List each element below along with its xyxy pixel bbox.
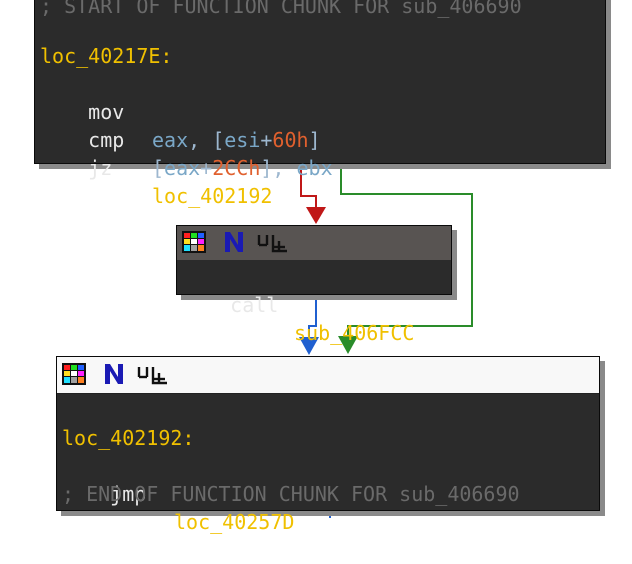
graph-edges [299,162,473,518]
operand-punctuation: ] [308,128,321,152]
operands: eax, [esi+60h] [152,126,321,154]
color-palette-icon[interactable] [62,363,86,385]
block-label[interactable]: loc_402192: [62,426,195,450]
operand-number: 2CCh [212,156,261,180]
edge-true-branch [340,162,473,336]
operand-punctuation: [ [152,156,165,180]
code-block-call[interactable]: call sub_406FCC [176,225,452,345]
block-header [177,226,451,260]
color-palette-icon[interactable] [182,231,206,253]
mnemonic: cmp [88,128,125,152]
operand-register[interactable]: esi [224,128,261,152]
operand-number: 60h [272,128,309,152]
jump-target-link[interactable]: loc_40257D [174,510,295,534]
name-n-icon[interactable] [223,231,245,253]
instruction-row: mov eax, [esi+60h] [40,70,320,152]
edge-true-arrowhead [338,336,358,354]
instruction-row: call sub_406FCC [182,263,414,345]
operand-register[interactable]: eax [164,156,201,180]
operand-register[interactable]: eax [152,128,189,152]
instruction-row: jz loc_402192 [40,126,272,208]
edge-fallthrough [308,294,317,338]
mnemonic: call [230,293,279,317]
code-block-bottom[interactable]: loc_402192: jmp loc_40257D ; END OF FUNC… [56,356,600,534]
operand-register[interactable]: ebx [296,156,333,180]
mnemonic: jz [88,156,113,180]
edge-fallthrough-arrowhead [299,337,319,355]
code-block-top[interactable]: ; START OF FUNCTION CHUNK FOR sub_406690… [34,0,606,208]
mnemonic: jmp [110,482,147,506]
xrefs-graph-icon[interactable] [137,363,171,385]
block-label[interactable]: loc_40217E: [40,44,173,68]
instruction-row: jmp loc_40257D [62,452,294,534]
operand-punctuation: ], [260,156,297,180]
operand-punctuation: + [200,156,213,180]
block-header [57,357,599,394]
xrefs-graph-icon[interactable] [257,231,291,253]
operand-punctuation: + [260,128,273,152]
operand-punctuation: , [ [188,128,225,152]
call-target-link[interactable]: sub_406FCC [294,321,415,345]
function-start-comment: ; START OF FUNCTION CHUNK FOR sub_406690 [40,0,522,18]
edge-false-arrowhead [306,207,326,224]
jump-target-link[interactable]: loc_402192 [152,184,273,208]
instruction-row: cmp [eax+2CCh], ebx [40,98,332,180]
operands: [eax+2CCh], ebx [152,154,333,182]
mnemonic: mov [88,100,125,124]
name-n-icon[interactable] [103,363,125,385]
function-end-comment: ; END OF FUNCTION CHUNK FOR sub_406690 [62,482,520,506]
edge-false-branch [300,162,317,208]
